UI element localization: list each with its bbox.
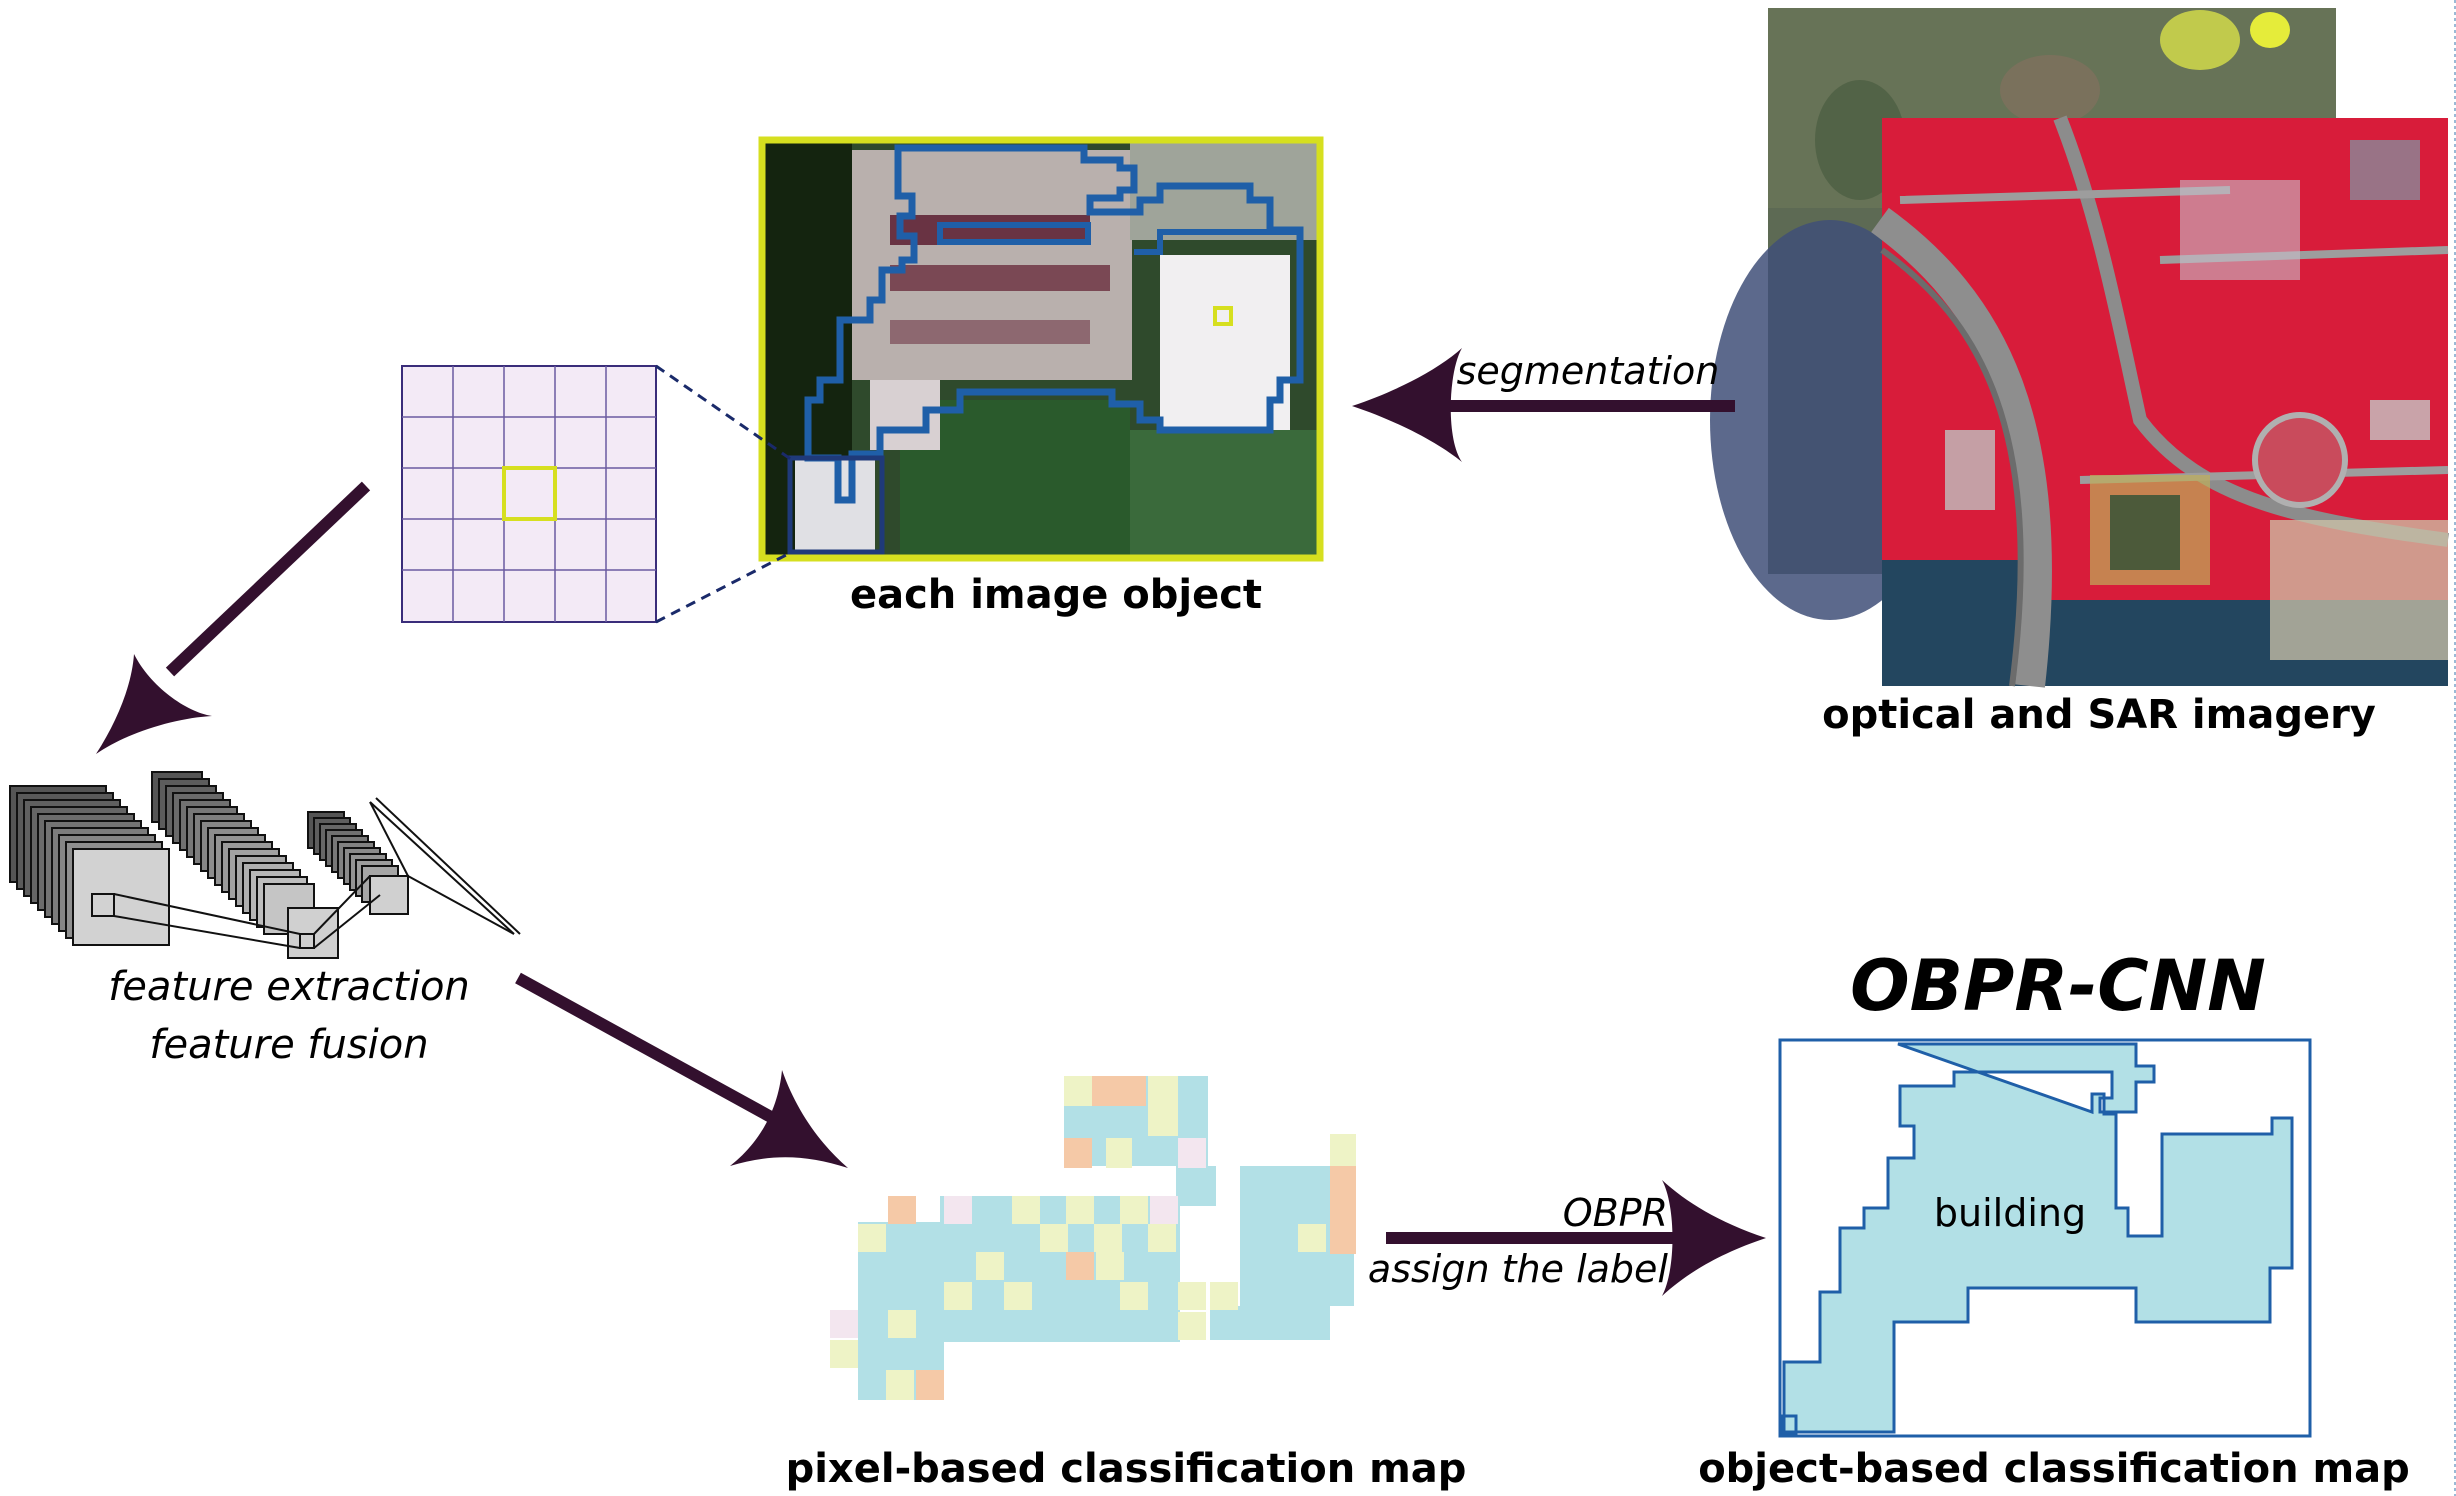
arrow-to-pixel-map: [515, 972, 848, 1168]
segmentation-arrow: [1352, 348, 1735, 462]
pixel-classification-map: [830, 1076, 1356, 1400]
obpr-arrow: [1386, 1180, 1766, 1296]
image-object-patch: [758, 136, 1324, 562]
false-color-satellite-image: [1871, 115, 2449, 688]
satellite-imagery: [1710, 8, 2449, 688]
assign-label-text: assign the label: [1368, 1247, 1669, 1291]
pixel-map-label: pixel-based classification map: [786, 1446, 1467, 1492]
building-label: building: [1934, 1191, 2086, 1235]
page-right-border: [2454, 0, 2456, 1496]
method-title: OBPR-CNN: [1850, 945, 2266, 1027]
feature-extraction-label: feature extraction: [108, 964, 470, 1010]
imagery-label: optical and SAR imagery: [1822, 692, 2376, 738]
image-object-label: each image object: [850, 572, 1262, 618]
pixel-neighborhood-grid: [401, 364, 793, 624]
object-classification-map: [1778, 1038, 2312, 1438]
object-map-label: object-based classification map: [1698, 1446, 2410, 1492]
cnn-feature-maps-icon: [9, 771, 521, 959]
arrow-to-cnn: [96, 481, 371, 754]
feature-fusion-label: feature fusion: [149, 1022, 428, 1068]
obpr-label: OBPR: [1563, 1191, 1668, 1235]
segmentation-label: segmentation: [1457, 349, 1720, 393]
